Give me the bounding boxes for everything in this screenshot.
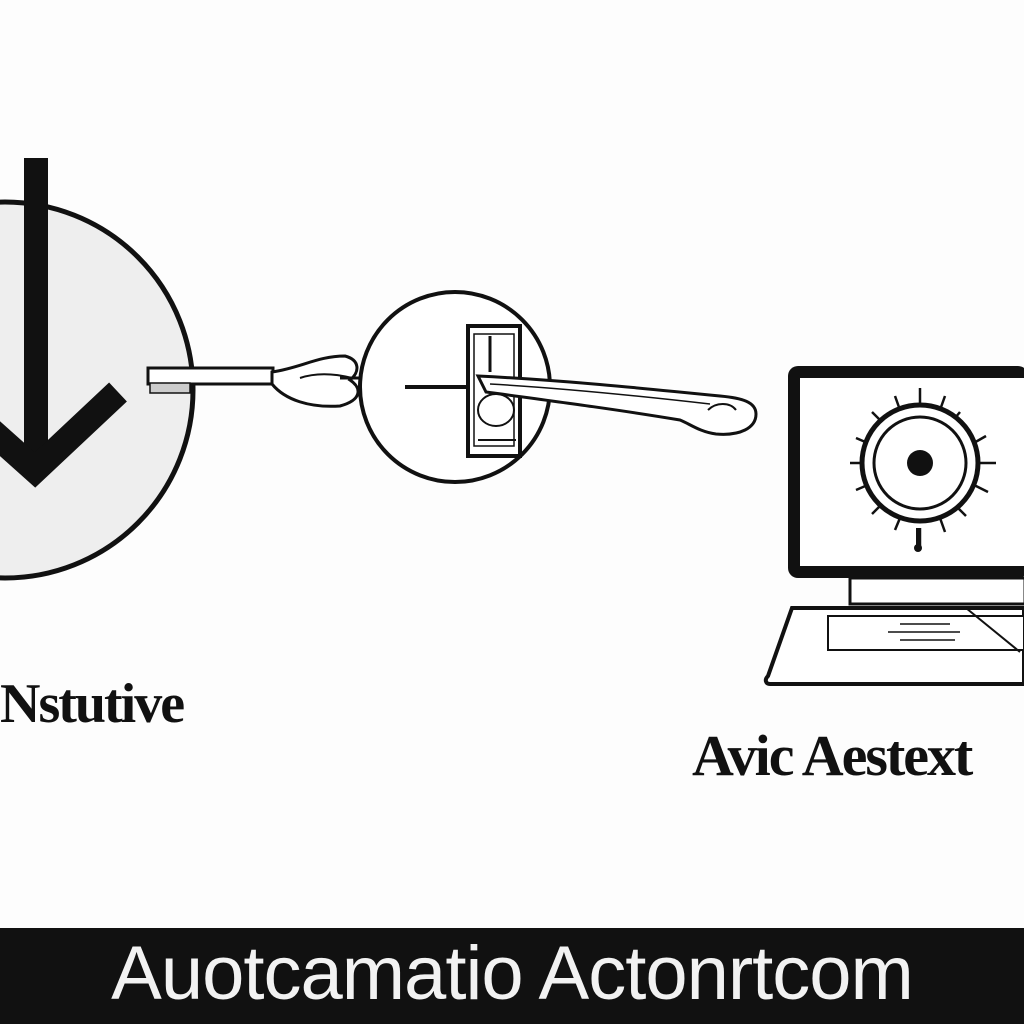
right-node-label: Avic Aestext: [692, 723, 973, 788]
middle-node: [358, 290, 552, 484]
keyboard: [827, 615, 1024, 651]
left-node-label: Nstutive: [0, 673, 185, 735]
left-circle: [0, 199, 196, 581]
sun-disc-icon: [850, 388, 996, 552]
down-arrow-icon: [0, 158, 127, 488]
left-node: [0, 158, 196, 581]
footer-title: Auotcamatio Actonrtcom: [111, 931, 914, 1016]
cable-left: [146, 354, 372, 408]
stand-support: [965, 607, 1021, 653]
keyboard-keys: [888, 623, 960, 641]
footer-bar: [0, 928, 1024, 1024]
computer-icon: [763, 366, 1024, 686]
monitor-stand: [848, 576, 1024, 606]
cable-right: [475, 374, 758, 436]
